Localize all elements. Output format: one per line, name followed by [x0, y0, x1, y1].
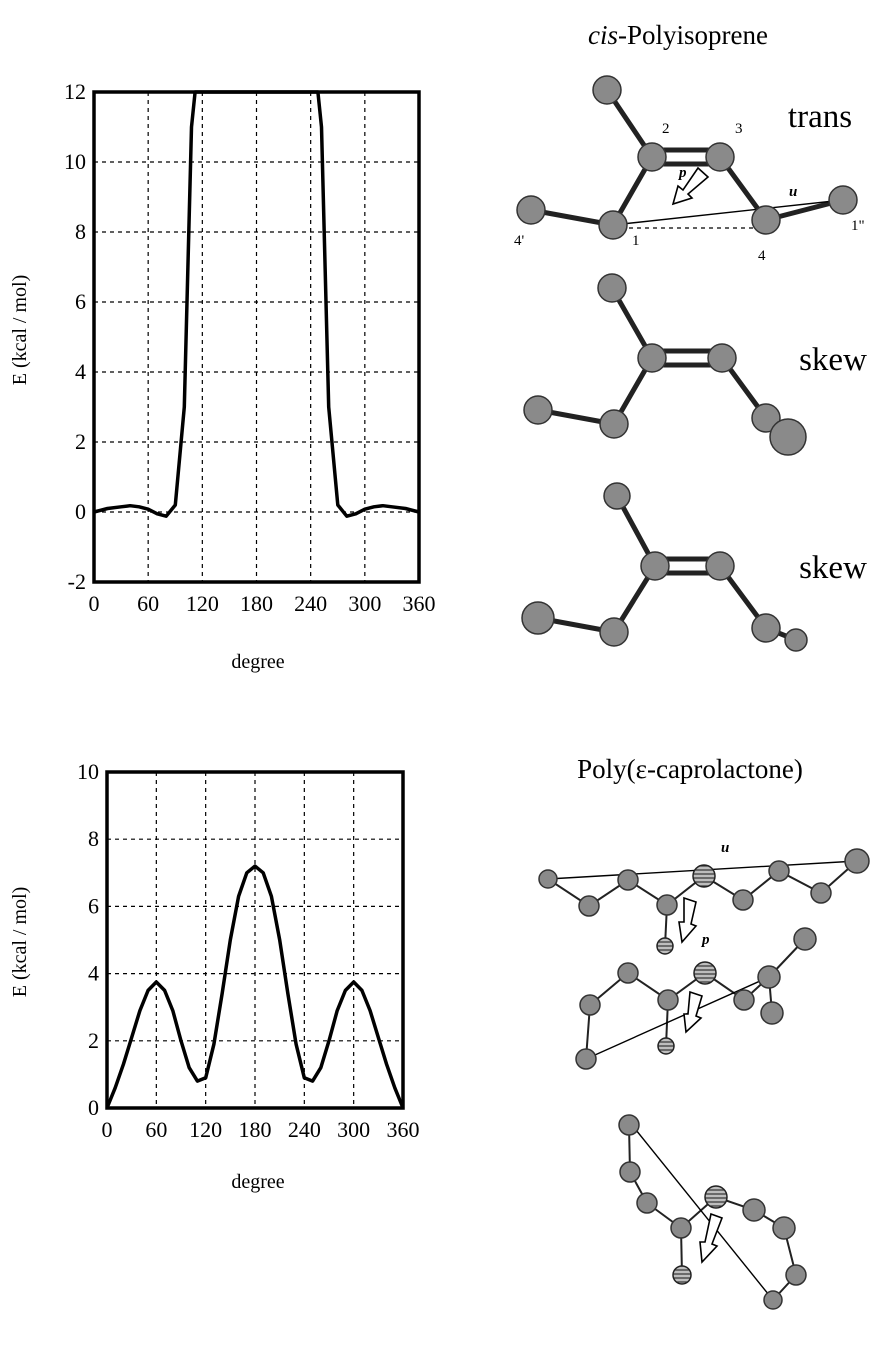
caprolactone-panel: Poly(ε-caprolactone) u p	[538, 754, 870, 1310]
svg-text:1": 1"	[851, 218, 865, 234]
caprolactone-conformer-2	[575, 927, 817, 1070]
c1-x-tick-label: 300	[348, 591, 381, 616]
caprolactone-dipole-arrow	[678, 896, 698, 944]
svg-text:u: u	[789, 184, 797, 200]
chart2-frame	[105, 770, 405, 1110]
chart2-x-ticks: 0 60 120 180 240 300 360	[102, 1117, 420, 1142]
c1-y-tick-label: 12	[64, 79, 86, 104]
c2-y-tick-label: 8	[88, 826, 99, 851]
svg-text:2: 2	[662, 121, 670, 137]
c2-x-tick-label: 360	[387, 1117, 420, 1142]
c1-y-tick-label: 10	[64, 149, 86, 174]
chart1-y-axis-label: E (kcal / mol)	[9, 275, 31, 386]
chart2-series-line	[105, 864, 405, 1109]
c1-y-tick-label: 0	[75, 499, 86, 524]
molecule-trans: 4' 1 2 3 4 1" p u trans	[514, 75, 865, 264]
c1-x-tick-label: 360	[403, 591, 436, 616]
dipole-arrow-p	[671, 166, 710, 206]
chart2-y-axis-label: E (kcal / mol)	[9, 887, 31, 998]
molecule-skew-2: skew	[521, 482, 867, 652]
conformer-label-skew-2: skew	[799, 550, 867, 586]
c2-y-tick-label: 10	[77, 759, 99, 784]
c1-y-tick-label: 2	[75, 429, 86, 454]
c1-x-tick-label: 0	[89, 591, 100, 616]
c1-y-tick-label: 6	[75, 289, 86, 314]
c2-y-tick-label: 6	[88, 893, 99, 918]
c1-x-tick-label: 60	[137, 591, 159, 616]
chart1-y-ticks: -2 0 2 4 6 8 10 12	[64, 79, 86, 594]
chart2-grid	[107, 772, 403, 1108]
chart2-y-ticks: 0 2 4 6 8 10	[77, 759, 99, 1120]
end-to-end-vector-u	[612, 199, 844, 226]
chart1-x-ticks: 0 60 120 180 240 300 360	[89, 591, 436, 616]
svg-text:3: 3	[735, 121, 743, 137]
svg-text:p: p	[700, 932, 710, 948]
caprolactone-title: Poly(ε-caprolactone)	[577, 754, 803, 784]
c1-x-tick-label: 180	[240, 591, 273, 616]
c2-x-tick-label: 120	[189, 1117, 222, 1142]
conformer-label-trans: trans	[788, 99, 852, 135]
chart1-grid	[94, 92, 419, 582]
c2-x-tick-label: 240	[288, 1117, 321, 1142]
chart1-x-axis-label: degree	[231, 651, 284, 673]
c2-x-tick-label: 0	[102, 1117, 113, 1142]
polyisoprene-title: cis-Polyisoprene	[588, 20, 768, 50]
c1-y-tick-label: 8	[75, 219, 86, 244]
svg-text:4: 4	[758, 248, 766, 264]
c2-x-tick-label: 180	[239, 1117, 272, 1142]
svg-text:4': 4'	[514, 233, 525, 249]
c1-y-tick-label: -2	[68, 569, 86, 594]
c1-x-tick-label: 240	[294, 591, 327, 616]
molecule-skew-1: skew	[523, 273, 867, 456]
chart2-x-axis-label: degree	[231, 1171, 284, 1193]
svg-text:p: p	[677, 165, 687, 181]
caprolactone-conformer-3	[618, 1114, 807, 1310]
caprolactone-conformer-1: u p	[538, 840, 870, 955]
svg-text:u: u	[721, 840, 729, 856]
c2-y-tick-label: 4	[88, 961, 99, 986]
conformer-label-skew-1: skew	[799, 342, 867, 378]
c2-x-tick-label: 60	[145, 1117, 167, 1142]
c1-y-tick-label: 4	[75, 359, 86, 384]
c2-x-tick-label: 300	[337, 1117, 370, 1142]
chart1-frame	[92, 90, 421, 584]
c2-y-tick-label: 0	[88, 1095, 99, 1120]
chart-caprolactone-energy: 0 60 120 180 240 300 360 0 2 4 6 8 10 degree E (kca…	[9, 759, 420, 1193]
c1-x-tick-label: 120	[186, 591, 219, 616]
c2-y-tick-label: 2	[88, 1028, 99, 1053]
svg-text:1: 1	[632, 233, 640, 249]
polyisoprene-panel: cis-Polyisoprene 4' 1 2 3 4	[514, 20, 867, 652]
